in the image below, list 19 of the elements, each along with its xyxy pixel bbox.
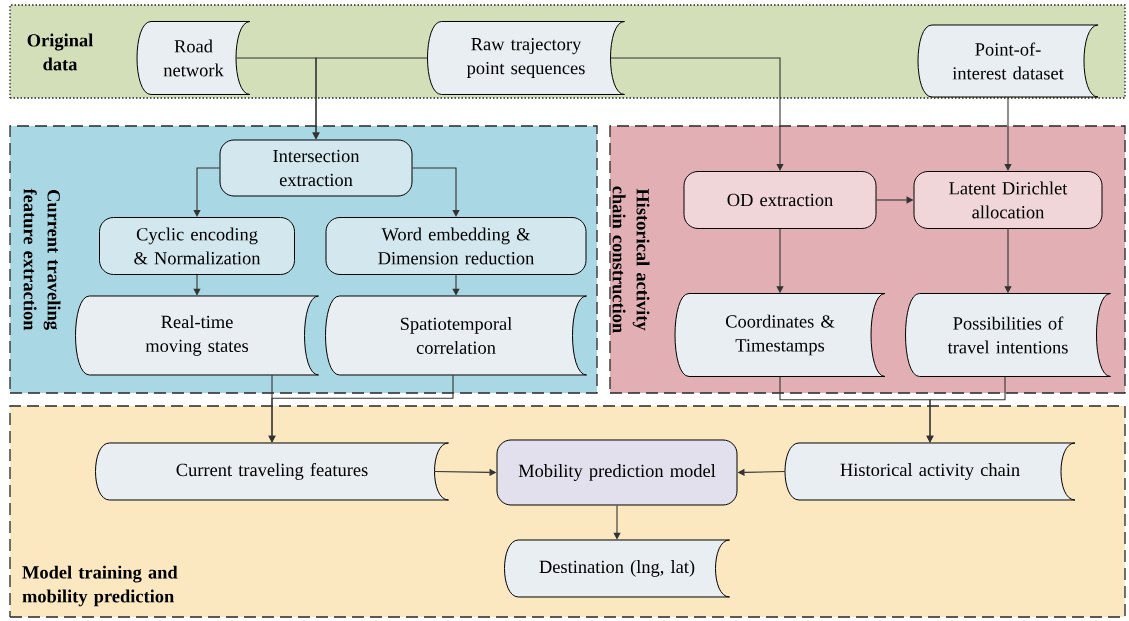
panel-heading: Historical activity chain construction: [612, 186, 650, 333]
arrow: [411, 167, 460, 217]
process-box: Intersection extraction: [219, 139, 413, 197]
arrow: [1004, 96, 1012, 171]
arrow: [193, 274, 201, 296]
panel-heading: Original data: [27, 33, 93, 71]
panel-heading: Current traveling feature extraction: [23, 188, 61, 331]
process-box: Word embedding & Dimension reduction: [325, 217, 587, 275]
arrow: [610, 57, 784, 171]
arrow: [926, 376, 1006, 443]
process-box: Latent Dirichlet allocation: [913, 171, 1103, 229]
arrow: [452, 274, 460, 296]
process-box: Mobility prediction model: [496, 439, 738, 506]
process-box: OD extraction: [683, 171, 877, 229]
arrow: [613, 504, 621, 540]
arrow: [268, 374, 454, 443]
arrow: [193, 167, 221, 217]
process-box: Cyclic encoding & Normalization: [99, 217, 295, 275]
panel-heading: Model training and mobility prediction: [22, 565, 178, 607]
